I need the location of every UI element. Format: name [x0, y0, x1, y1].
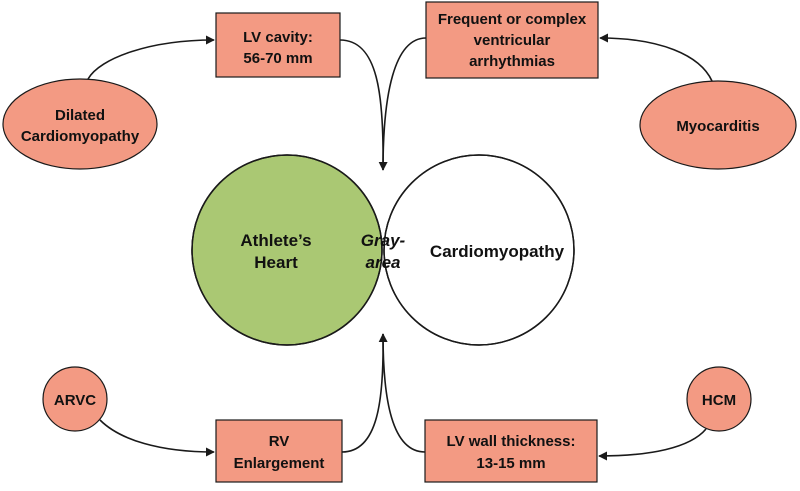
athletes-heart-label-line-2: Heart	[254, 253, 298, 272]
arrhythmias-line-1: Frequent or complex	[438, 11, 587, 28]
arrow-lv-cavity-to-gray-area	[339, 39, 388, 171]
arrow-dilated-to-lv-cavity	[87, 35, 215, 80]
athletes-heart-label-line-1: Athlete’s	[240, 231, 311, 250]
athletes-heart-outline	[191, 154, 383, 346]
arrow-arvc-to-rv-enlargement	[99, 419, 215, 457]
condition-hcm: HCM	[686, 366, 752, 432]
lv-cavity-line-1: LV cavity:	[243, 29, 313, 46]
lv-cavity-line-2: 56-70 mm	[243, 50, 312, 67]
lv-wall-line-1: LV wall thickness:	[447, 433, 576, 450]
athletes-heart-circle	[191, 154, 383, 346]
box-lv-wall-thickness: LV wall thickness: 13-15 mm	[424, 419, 598, 483]
dilated-line-1: Dilated	[55, 107, 105, 124]
gray-area-label-line-1: Gray-	[361, 231, 406, 250]
cardiomyopathy-label: Cardiomyopathy	[430, 242, 565, 261]
arrow-arrhythmias-to-gray-area	[382, 37, 427, 171]
cardiomyopathy-outline	[383, 154, 575, 346]
arrow-rv-enlargement-to-gray-area	[341, 333, 388, 453]
rv-enlargement-line-2: Enlargement	[234, 455, 325, 472]
arrhythmias-line-2: ventricular	[474, 32, 551, 49]
rv-enlargement-line-1: RV	[269, 433, 290, 450]
box-lv-cavity: LV cavity: 56-70 mm	[215, 12, 341, 78]
myocarditis-label: Myocarditis	[676, 118, 759, 135]
arrow-lv-wall-to-gray-area	[382, 333, 426, 453]
arrhythmias-line-3: arrhythmias	[469, 53, 555, 70]
gray-area-label-line-2: area	[366, 253, 401, 272]
arrow-myocarditis-to-arrhythmias	[599, 33, 713, 82]
hcm-label: HCM	[702, 392, 736, 409]
arvc-label: ARVC	[54, 392, 96, 409]
box-arrhythmias: Frequent or complex ventricular arrhythm…	[425, 1, 599, 79]
condition-dilated-cardiomyopathy: Dilated Cardiomyopathy	[2, 78, 158, 170]
condition-arvc: ARVC	[42, 366, 108, 432]
lv-wall-line-2: 13-15 mm	[476, 455, 545, 472]
dilated-line-2: Cardiomyopathy	[21, 128, 140, 145]
condition-myocarditis: Myocarditis	[639, 80, 797, 170]
box-rv-enlargement: RV Enlargement	[215, 419, 343, 483]
arrow-hcm-to-lv-wall	[598, 428, 707, 461]
